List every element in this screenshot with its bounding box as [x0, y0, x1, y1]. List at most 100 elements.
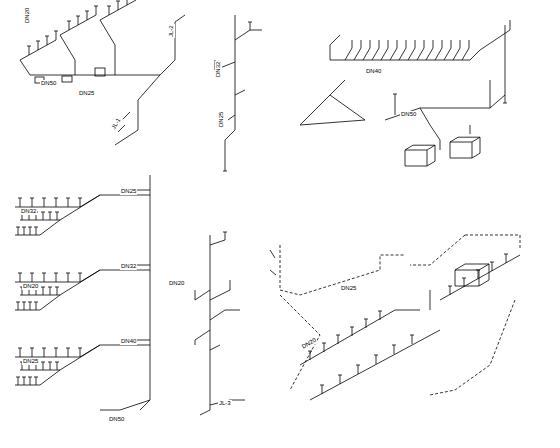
pipe [444, 40, 451, 60]
pipe [210, 310, 240, 320]
pipe [109, 6, 110, 15]
pipe-size-label: DN50 [108, 416, 125, 423]
pipe [127, 0, 128, 5]
pipe [228, 115, 235, 120]
pipe [55, 212, 59, 213]
pipe [20, 40, 56, 60]
pipe [448, 286, 452, 287]
pipe [48, 362, 52, 363]
pipe [472, 137, 480, 158]
pipe [372, 40, 379, 60]
pipe [43, 212, 44, 220]
pipe [69, 21, 70, 30]
pipe [330, 60, 470, 61]
pipe-size-label: DN32 [215, 61, 222, 78]
pipe [464, 278, 465, 287]
pipe [308, 351, 312, 352]
pipe [96, 6, 97, 15]
pipe [420, 108, 440, 140]
pipe [24, 377, 25, 385]
pipe-size-label: DN40 [120, 338, 137, 345]
pipe [160, 15, 185, 75]
pipe [15, 370, 60, 385]
pipe-size-label: DN32 [120, 263, 137, 270]
pipe [470, 125, 471, 134]
pipe [56, 348, 57, 357]
pipe [195, 330, 210, 345]
pipe [15, 270, 100, 282]
pipe-size-label: DN20 [24, 7, 31, 24]
pipe [430, 290, 431, 310]
pipe [478, 270, 479, 279]
pipe [44, 273, 45, 282]
pipe [350, 327, 354, 328]
pipe [20, 348, 21, 357]
pipe [67, 21, 71, 22]
pipe [80, 273, 81, 282]
pipe [336, 335, 340, 336]
pipe [22, 302, 26, 303]
pipe [505, 95, 506, 103]
pipe [68, 198, 69, 207]
pipe [57, 212, 58, 220]
pipe [32, 348, 33, 357]
pipe [405, 150, 427, 166]
pipe [345, 40, 352, 60]
pipe [29, 46, 30, 55]
pipe [16, 377, 20, 378]
pipe [200, 235, 210, 415]
pipe-size-label: DN50 [400, 111, 417, 118]
pipe [270, 270, 276, 275]
pipe [490, 80, 491, 108]
pipe [503, 103, 507, 104]
pipe [399, 40, 406, 60]
pipe [395, 100, 396, 115]
dashed-pipe [430, 300, 515, 395]
pipe [15, 345, 100, 357]
pipe [27, 46, 31, 47]
pipe [116, 1, 120, 2]
pipe [100, 400, 150, 410]
pipe [30, 198, 34, 199]
pipe-size-label: DN40 [365, 68, 382, 75]
pipe [122, 112, 130, 120]
pipe [18, 377, 19, 385]
pipe [28, 302, 32, 303]
pipe [41, 212, 45, 213]
pipe-size-label: JL-3 [218, 400, 232, 407]
pipe [455, 270, 479, 286]
pipe [408, 40, 415, 60]
pipe [210, 280, 230, 300]
pipe [210, 345, 220, 350]
pipe [18, 227, 19, 235]
pipe [68, 348, 69, 357]
pipe [426, 40, 433, 60]
pipe [30, 302, 31, 310]
pipe [440, 255, 520, 300]
pipe [395, 94, 396, 100]
pipe [364, 319, 368, 320]
pipe [374, 355, 378, 356]
pipe [358, 365, 359, 374]
pipe [56, 198, 57, 207]
pipe [66, 198, 70, 199]
pipe-size-label: DN20 [168, 280, 185, 287]
pipe [490, 262, 494, 263]
pipe [42, 273, 46, 274]
pipe [506, 254, 507, 263]
pipe [450, 286, 451, 295]
pipe [76, 16, 80, 17]
pipe [15, 295, 60, 310]
pipe [56, 273, 57, 282]
pipe-size-label: DN25 [340, 285, 357, 292]
pipe [48, 212, 52, 213]
pipe-size-label: JL-2 [168, 24, 175, 38]
dashed-pipe [280, 295, 320, 390]
pipe [43, 362, 44, 370]
pipe [450, 137, 480, 142]
pipe-size-label: DN25 [120, 188, 137, 195]
pipe [20, 270, 150, 295]
pipe [195, 290, 210, 300]
